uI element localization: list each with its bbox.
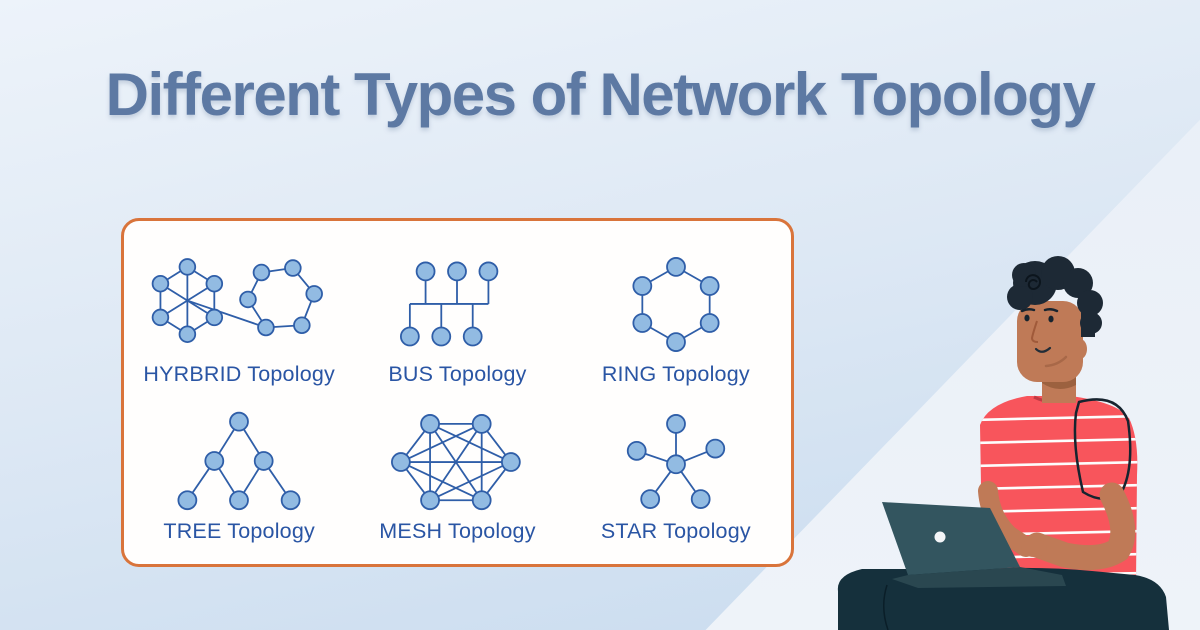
topology-ring: RING Topology <box>575 251 777 387</box>
page-title: Different Types of Network Topology <box>105 61 1096 128</box>
bus-topology-diagram <box>400 261 499 347</box>
tree-topology-diagram <box>177 412 301 511</box>
person-right-arm <box>1021 482 1136 571</box>
laptop-logo-icon <box>934 531 946 543</box>
laptop <box>882 502 1066 588</box>
topology-label-mesh: MESH Topology <box>379 519 536 544</box>
person-illustration <box>837 256 1169 630</box>
person-left-arm <box>978 481 1036 557</box>
topology-bus: BUS Topology <box>356 251 558 387</box>
ring-topology-diagram <box>632 256 720 352</box>
person-head <box>1007 256 1103 403</box>
topology-label-tree: TREE Topology <box>163 519 315 544</box>
topology-card: HYRBRID Topology BUS Topology RING Topol… <box>121 218 794 567</box>
topology-hybrid: HYRBRID Topology <box>138 251 340 387</box>
topology-label-star: STAR Topology <box>600 519 751 544</box>
topology-label-hybrid: HYRBRID Topology <box>143 361 335 386</box>
topology-mesh: MESH Topology <box>356 408 558 544</box>
topology-star: STAR Topology <box>575 408 777 544</box>
topology-label-bus: BUS Topology <box>388 361 527 386</box>
topology-tree: TREE Topology <box>138 408 340 544</box>
star-topology-diagram <box>626 414 725 510</box>
mesh-topology-diagram <box>391 414 522 511</box>
topology-label-ring: RING Topology <box>601 361 750 386</box>
hybrid-topology-diagram <box>151 257 324 343</box>
